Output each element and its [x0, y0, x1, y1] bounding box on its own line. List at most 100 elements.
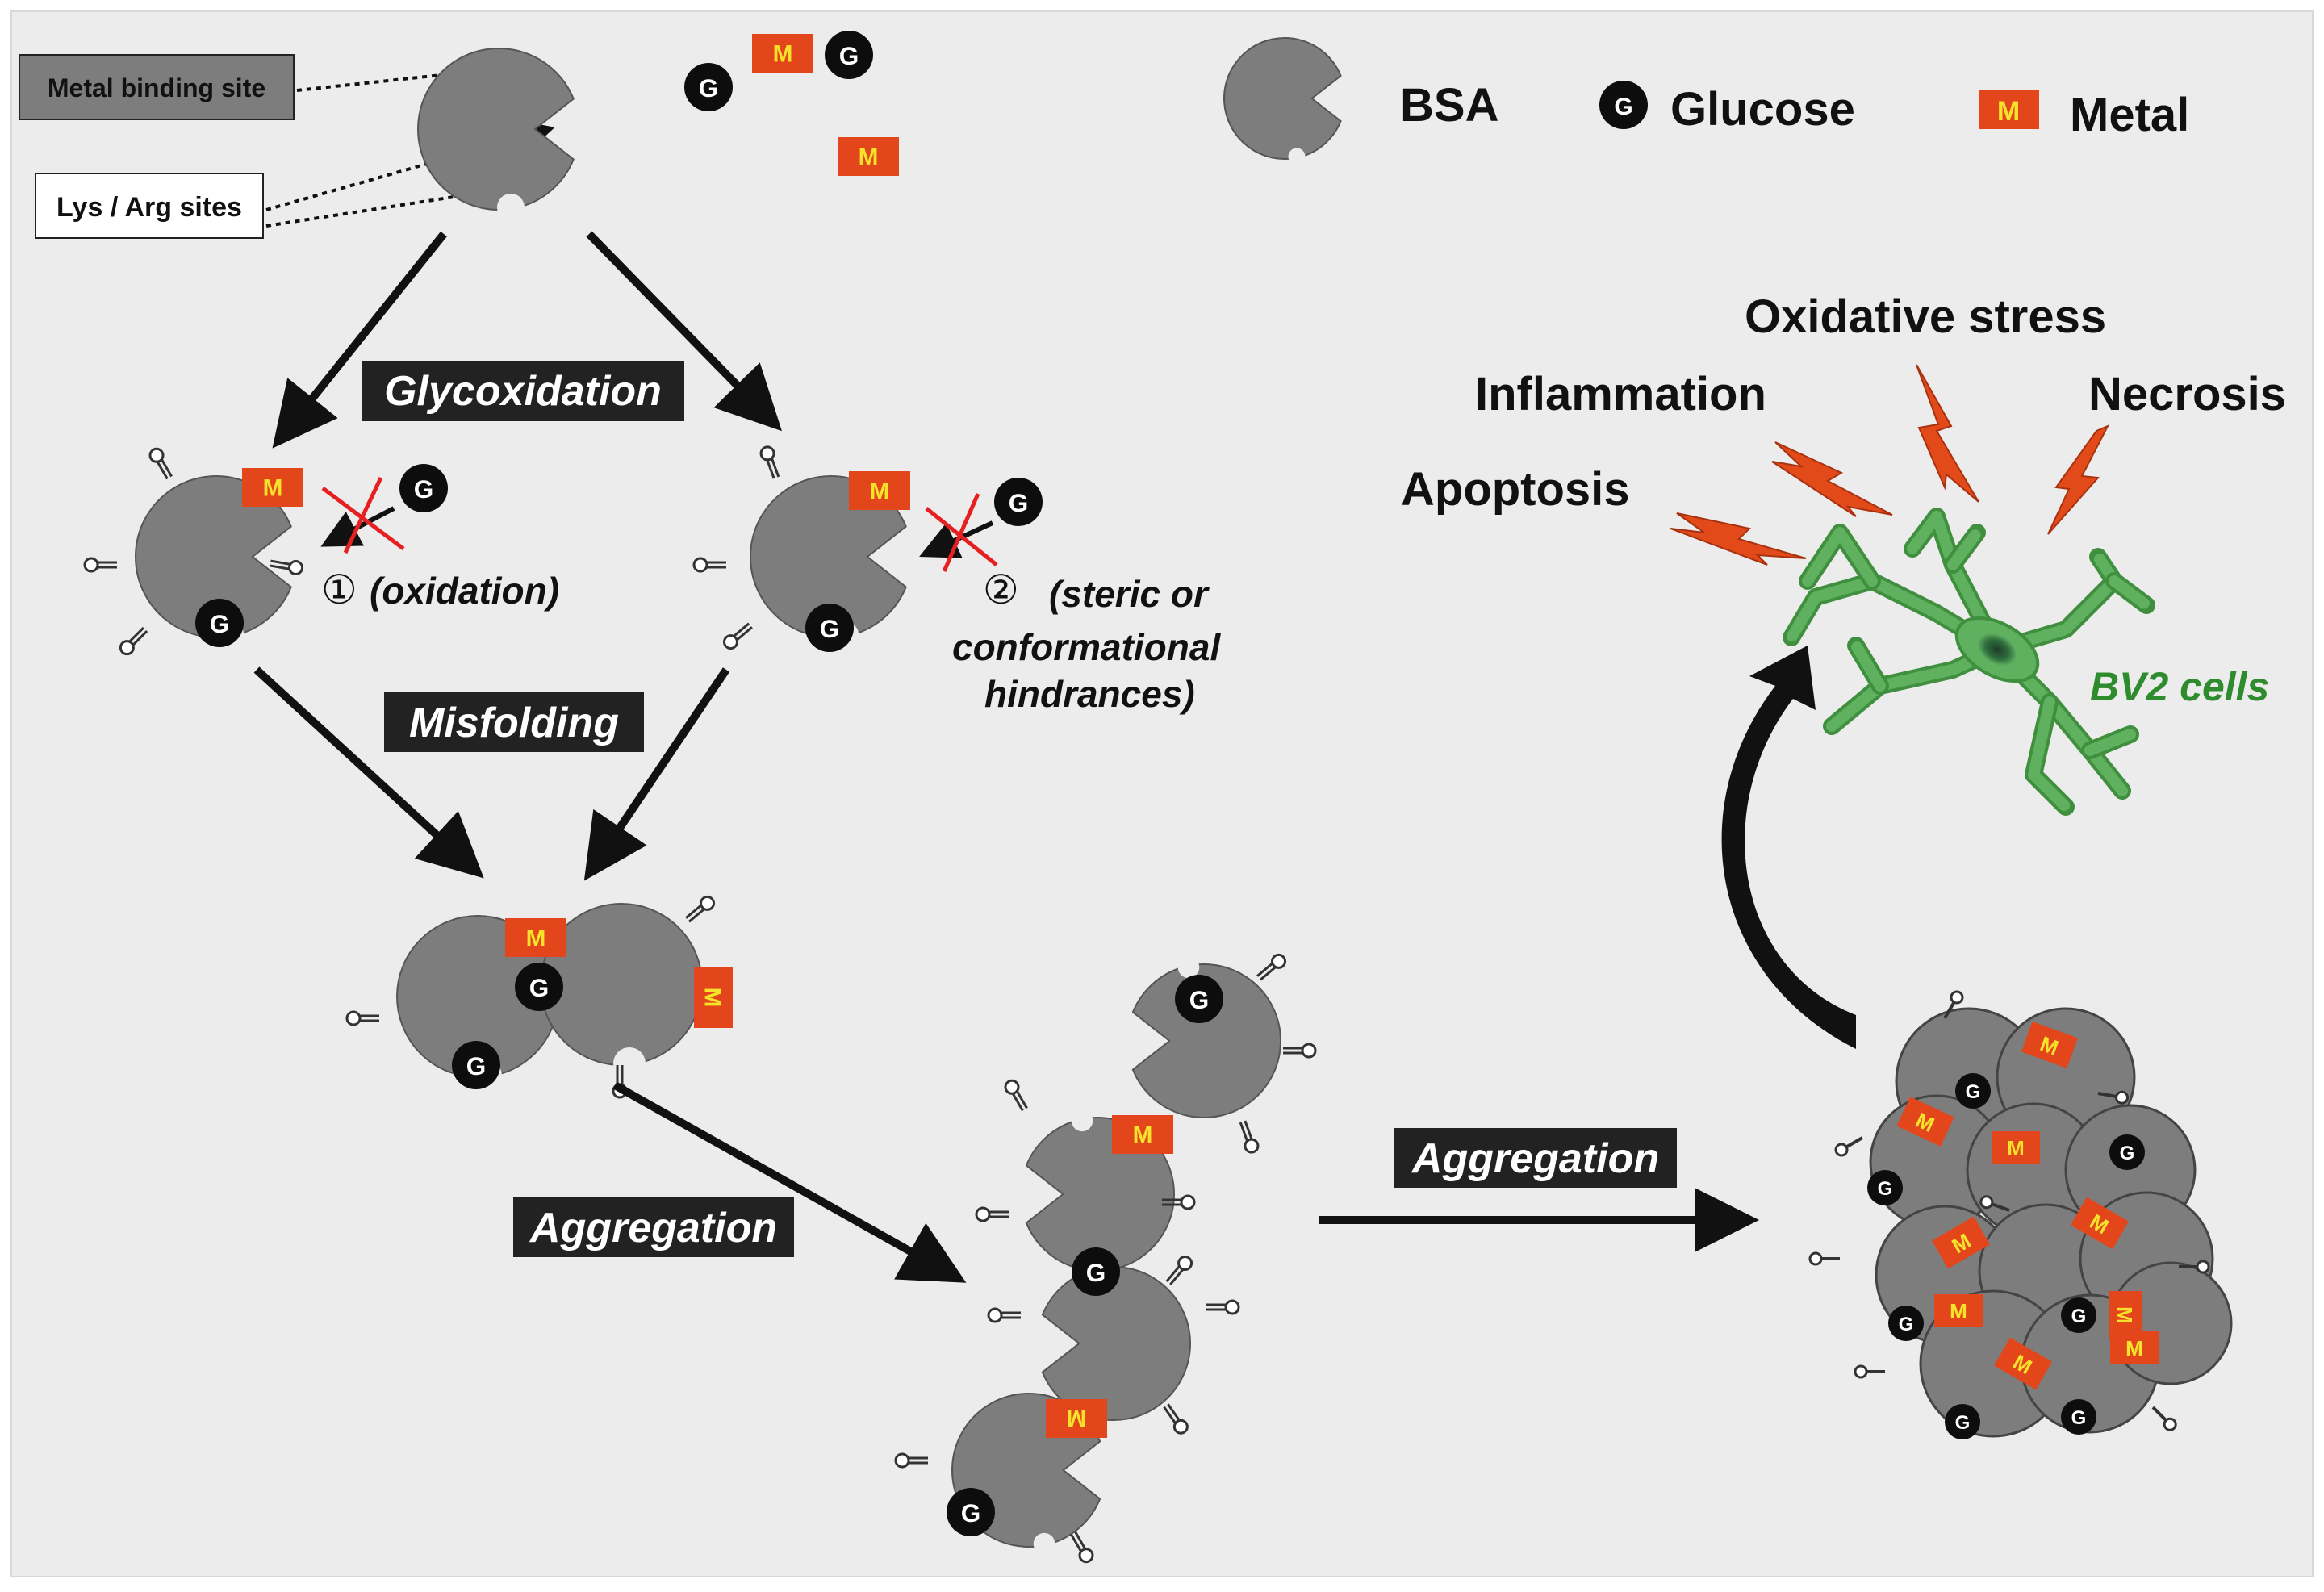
path2-block-cross: [925, 492, 998, 573]
path2-note-line2: conformational: [952, 626, 1221, 668]
path1-blocked-arrow: [320, 506, 395, 547]
svg-text:G: G: [1966, 1081, 1981, 1103]
svg-text:G: G: [961, 1498, 981, 1527]
free-glucose: G: [684, 63, 733, 111]
svg-text:G: G: [210, 609, 230, 638]
oligomer-lys-modifications: [894, 953, 1317, 1564]
svg-text:G: G: [2071, 1407, 2087, 1429]
path2-glucose-bound: G: [805, 604, 854, 652]
misfolding-arrow-right: [583, 667, 730, 881]
oligomer-glucose-2: G: [1072, 1247, 1120, 1296]
metal-binding-site-label: Metal binding site: [48, 73, 265, 102]
oxidative-stress-label: Oxidative stress: [1745, 290, 2106, 343]
glycoxidation-arrow-right: [586, 231, 782, 432]
apoptosis-lightning-icon: [1670, 512, 1807, 566]
svg-text:G: G: [2071, 1306, 2087, 1327]
inflammation-lightning-icon: [1771, 441, 1893, 517]
path1-glucose-bound: G: [195, 599, 244, 647]
path1-marker: ①: [321, 567, 357, 612]
svg-text:M: M: [2125, 1336, 2143, 1360]
legend-bsa-icon: [1223, 37, 1342, 165]
necrosis-label: Necrosis: [2088, 368, 2286, 420]
legend: BSA G Glucose M Metal: [1223, 37, 2189, 165]
aggregation-banner-1: Aggregation: [513, 1197, 794, 1257]
glycoxidation-banner: Glycoxidation: [362, 361, 684, 421]
svg-text:G: G: [1009, 488, 1029, 517]
metal-binding-site-box: [19, 54, 295, 120]
glycoxidation-arrow-left: [272, 231, 447, 449]
legend-metal-label: Metal: [2070, 89, 2189, 141]
free-metal: M: [752, 34, 813, 73]
path1-metal: M: [242, 468, 303, 507]
svg-text:G: G: [1899, 1314, 1914, 1335]
aggregation-arrow-1: [612, 1081, 967, 1283]
svg-text:M: M: [1133, 1122, 1153, 1149]
svg-text:M: M: [773, 41, 793, 68]
svg-text:M: M: [1067, 1404, 1087, 1431]
lys-arg-sites-callout: Lys / Arg sites: [35, 120, 555, 239]
native-bsa: [417, 48, 575, 221]
svg-text:M: M: [2007, 1136, 2025, 1160]
svg-text:G: G: [839, 41, 859, 70]
svg-text:G: G: [414, 474, 434, 504]
legend-glucose-symbol: G: [1614, 94, 1632, 120]
inflammation-label: Inflammation: [1475, 368, 1766, 420]
free-glucose: G: [825, 31, 873, 79]
oligomer-metal-1: M: [1112, 1115, 1173, 1154]
path1-note: (oxidation): [370, 570, 559, 612]
oligomer-glucose-3: G: [947, 1488, 995, 1536]
path2-marker: ②: [983, 567, 1019, 612]
svg-text:M: M: [1950, 1299, 1967, 1323]
svg-text:M: M: [2113, 1306, 2137, 1324]
dimer-metal-side: M: [694, 967, 733, 1028]
svg-text:G: G: [529, 973, 550, 1002]
svg-text:M: M: [263, 475, 283, 502]
legend-glucose-icon: [1599, 81, 1648, 129]
path1-block-cross: [321, 476, 405, 554]
glycoxidation-label: Glycoxidation: [384, 368, 662, 415]
bv2-cell: [1783, 508, 2155, 816]
oligomer-bsa-1: [1131, 956, 1281, 1118]
metal-binding-site-callout: Metal binding site: [19, 52, 531, 120]
svg-text:G: G: [1878, 1178, 1893, 1200]
path2-metal: M: [849, 471, 910, 510]
svg-text:M: M: [859, 144, 879, 171]
legend-bsa-label: BSA: [1400, 79, 1498, 132]
misfolding-label: Misfolding: [409, 700, 619, 746]
legend-glucose-label: Glucose: [1670, 83, 1855, 136]
apoptosis-label: Apoptosis: [1401, 463, 1630, 516]
path2-glucose-blocked: G: [994, 478, 1043, 526]
svg-text:M: M: [699, 988, 725, 1008]
svg-text:G: G: [1086, 1258, 1106, 1287]
lys-arg-sites-box: [35, 173, 264, 239]
svg-text:G: G: [2120, 1143, 2135, 1164]
aggregation-label-1: Aggregation: [529, 1205, 777, 1251]
svg-text:M: M: [870, 478, 890, 505]
dimer-metal-top: M: [505, 918, 566, 957]
legend-metal-symbol: M: [1997, 96, 2020, 127]
path1-glucose-blocked: G: [399, 464, 448, 512]
oligomer-glucose-1: G: [1175, 975, 1223, 1023]
dimer-glucose-2: G: [452, 1041, 500, 1089]
legend-metal-icon: [1979, 90, 2039, 129]
curved-arrow-to-cells: [1721, 646, 1856, 1049]
svg-text:G: G: [1955, 1412, 1971, 1434]
dimer-glucose-1: G: [515, 963, 563, 1011]
svg-text:G: G: [466, 1051, 487, 1080]
lys-arg-sites-label: Lys / Arg sites: [56, 192, 242, 223]
oligomer-metal-2: M: [1046, 1399, 1107, 1438]
bv2-cells-label: BV2 cells: [2090, 664, 2269, 709]
misfolding-arrow-left: [253, 666, 484, 879]
path2-note-line1: (steric or: [1049, 573, 1210, 615]
svg-text:G: G: [1189, 985, 1210, 1014]
oxidative-stress-lightning-icon: [1916, 364, 1979, 503]
svg-text:G: G: [820, 614, 840, 643]
free-metal: M: [838, 137, 899, 176]
path1-lys-modifications: [83, 447, 304, 656]
path2-lys-modifications: [692, 445, 780, 650]
misfolding-banner: Misfolding: [384, 692, 644, 752]
aggregation-banner-2: Aggregation: [1394, 1128, 1677, 1188]
